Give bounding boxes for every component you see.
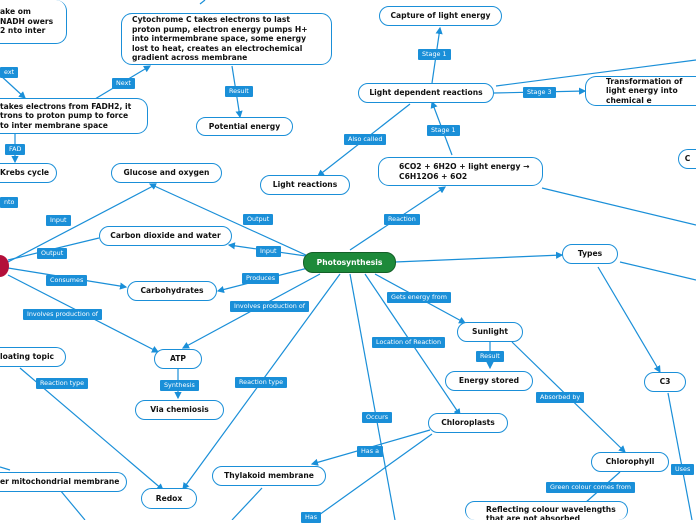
label-has: Has xyxy=(301,512,322,523)
node-redox[interactable]: Redox xyxy=(141,488,197,509)
label-location-of-reaction: Location of Reaction xyxy=(372,337,446,348)
label-also-called: Also called xyxy=(344,134,387,145)
label-into: nto xyxy=(0,197,19,208)
node-nadh-electrons[interactable]: ake om NADH owers 2 nto inter xyxy=(0,0,67,44)
node-reflecting-colour-wavelengths[interactable]: Reflecting colour wavelengths that are n… xyxy=(465,501,628,520)
label-has-a: Has a xyxy=(357,446,383,457)
label-output: Output xyxy=(37,248,68,259)
label-input: Input xyxy=(46,215,71,226)
label-fad: FAD xyxy=(5,144,26,155)
node-inner-mitochondrial-membrane[interactable]: er mitochondrial membrane xyxy=(0,472,127,492)
label-uses: Uses xyxy=(671,464,695,475)
label-absorbed-by: Absorbed by xyxy=(536,392,585,403)
node-potential-energy[interactable]: Potential energy xyxy=(196,117,293,136)
main-topic-marker[interactable] xyxy=(0,255,9,277)
label-synthesis: Synthesis xyxy=(160,380,199,391)
node-light-reactions[interactable]: Light reactions xyxy=(260,175,350,195)
node-light-dependent-reactions[interactable]: Light dependent reactions xyxy=(358,83,494,103)
label-stage-1: Stage 1 xyxy=(427,125,460,136)
node-photosynthesis-equation[interactable]: 6CO2 + 6H2O + light energy → C6H12O6 + 6… xyxy=(378,157,543,186)
node-capture-light-energy[interactable]: Capture of light energy xyxy=(379,6,502,26)
label-reaction: Reaction xyxy=(384,214,420,225)
label-involves-production-of: Involves production of xyxy=(230,301,309,312)
node-energy-stored[interactable]: Energy stored xyxy=(445,371,533,391)
node-krebs-cycle[interactable]: Krebs cycle xyxy=(0,163,57,183)
central-topic-photosynthesis[interactable]: Photosynthesis xyxy=(303,252,396,273)
node-right-c[interactable]: C xyxy=(678,149,696,169)
label-next: ext xyxy=(0,67,19,78)
node-c3[interactable]: C3 xyxy=(644,372,686,392)
label-involves-production-of: Involves production of xyxy=(23,309,102,320)
node-transformation-light-energy[interactable]: Transformation of light energy into chem… xyxy=(585,76,696,106)
node-atp[interactable]: ATP xyxy=(154,349,202,369)
label-result: Result xyxy=(476,351,504,362)
node-thylakoid-membrane[interactable]: Thylakoid membrane xyxy=(212,466,326,486)
node-types[interactable]: Types xyxy=(562,244,618,264)
node-cytochrome-c[interactable]: Cytochrome C takes electrons to last pro… xyxy=(121,13,332,65)
node-chlorophyll[interactable]: Chlorophyll xyxy=(591,452,669,472)
label-gets-energy-from: Gets energy from xyxy=(387,292,451,303)
label-green-colour-comes-from: Green colour comes from xyxy=(546,482,636,493)
label-reaction-type: Reaction type xyxy=(36,378,89,389)
node-carbon-dioxide-and-water[interactable]: Carbon dioxide and water xyxy=(99,226,232,246)
label-input: Input xyxy=(256,246,281,257)
label-stage-1: Stage 1 xyxy=(418,49,451,60)
label-next: Next xyxy=(112,78,135,89)
node-carbohydrates[interactable]: Carbohydrates xyxy=(127,281,217,301)
node-via-chemiosis[interactable]: Via chemiosis xyxy=(135,400,224,420)
node-glucose-and-oxygen[interactable]: Glucose and oxygen xyxy=(111,163,222,183)
node-sunlight[interactable]: Sunlight xyxy=(457,322,523,342)
label-output: Output xyxy=(243,214,274,225)
label-stage-3: Stage 3 xyxy=(523,87,556,98)
label-result: Result xyxy=(225,86,253,97)
label-consumes: Consumes xyxy=(46,275,88,286)
label-occurs: Occurs xyxy=(362,412,393,423)
node-fadh2-electrons[interactable]: takes electrons from FADH2, it trons to … xyxy=(0,98,148,134)
node-chloroplasts[interactable]: Chloroplasts xyxy=(428,413,508,433)
label-reaction-type: Reaction type xyxy=(235,377,288,388)
label-produces: Produces xyxy=(242,273,280,284)
node-floating-topic[interactable]: loating topic xyxy=(0,347,66,367)
